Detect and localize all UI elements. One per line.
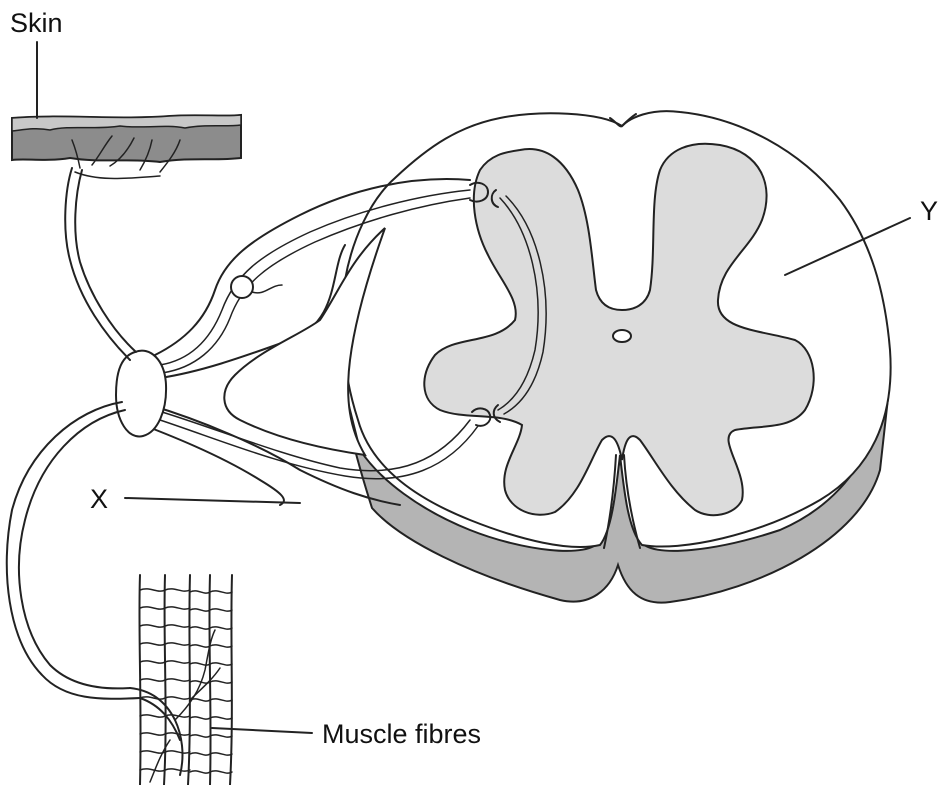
x-leader-line [125, 498, 300, 503]
skin-label: Skin [10, 8, 63, 38]
x-label: X [90, 484, 108, 514]
sensory-cell-body [231, 276, 253, 298]
muscle-leader-line [212, 728, 312, 733]
spinal-cord [340, 111, 910, 603]
muscle-fibres [130, 575, 312, 785]
skin-section [12, 42, 241, 179]
central-canal [613, 330, 631, 342]
y-label: Y [920, 196, 938, 226]
dorsal-root-ganglion [116, 351, 166, 437]
muscle-fibres-label: Muscle fibres [322, 719, 481, 749]
